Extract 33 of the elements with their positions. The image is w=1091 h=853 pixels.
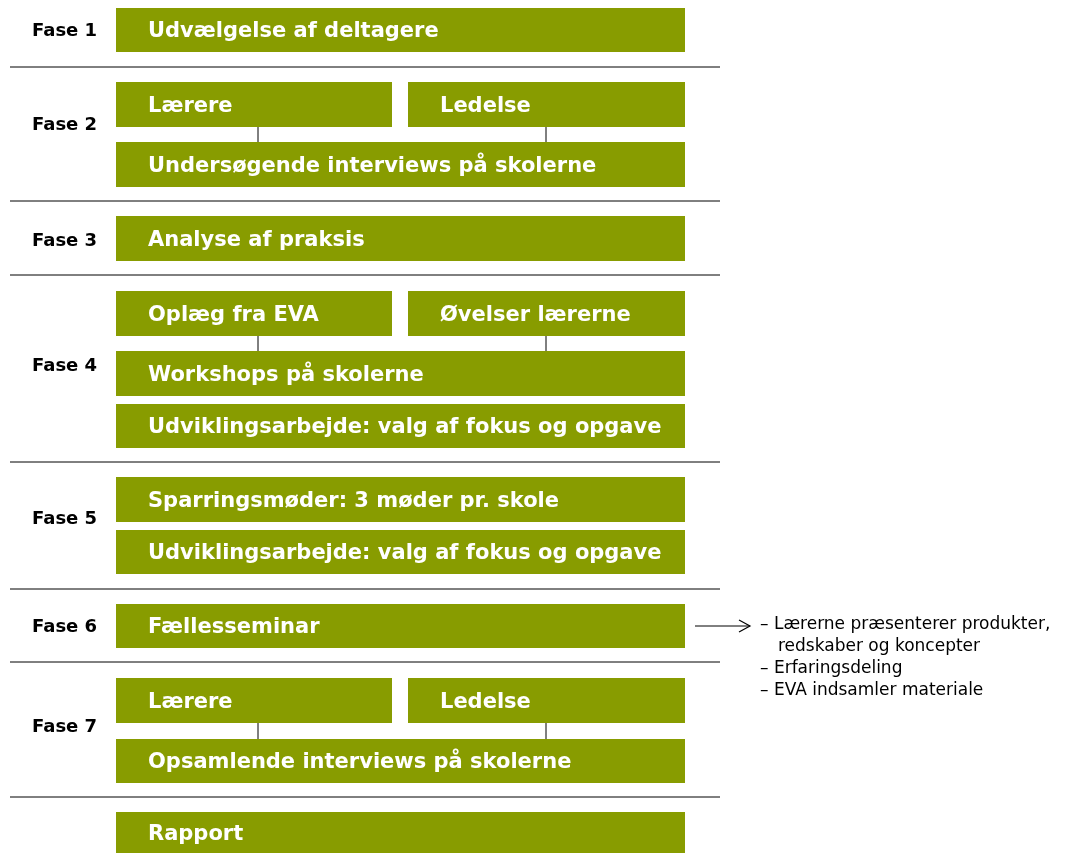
process-box: Oplæg fra EVA — [116, 291, 392, 336]
process-box: Lærere — [116, 678, 392, 723]
process-box: Analyse af praksis — [116, 216, 685, 261]
process-box: Ledelse — [408, 678, 685, 723]
phase-label: Fase 4 — [32, 354, 98, 375]
process-box: Workshops på skolerne — [116, 351, 685, 396]
connector-line — [545, 722, 547, 740]
connector-line — [545, 335, 547, 352]
connector-line — [545, 126, 547, 143]
phase-label: Fase 1 — [32, 19, 98, 40]
process-box: Fællesseminar — [116, 604, 685, 648]
phase-label: Fase 6 — [32, 615, 98, 636]
process-box: Opsamlende interviews på skolerne — [116, 739, 685, 783]
list-item: – EVA indsamler materiale — [760, 678, 985, 700]
process-box: Udvælgelse af deltagere — [116, 8, 685, 52]
process-box: Rapport — [116, 812, 685, 853]
phase-label: Fase 2 — [32, 113, 98, 134]
process-box: Udviklingsarbejde: valg af fokus og opgave — [116, 404, 685, 448]
phase-label: Fase 7 — [32, 715, 98, 736]
connector-line — [257, 335, 259, 352]
list-item: – Lærerne præsenterer produkter, redskaber og koncepter — [760, 612, 1052, 656]
process-box: Lærere — [116, 82, 392, 127]
process-box: Undersøgende interviews på skolerne — [116, 142, 685, 187]
phase-label: Fase 3 — [32, 229, 98, 250]
phase-label: Fase 5 — [32, 507, 98, 528]
connector-line — [257, 722, 259, 740]
connector-line — [257, 126, 259, 143]
process-box: Sparringsmøder: 3 møder pr. skole — [116, 477, 685, 522]
process-box: Udviklingsarbejde: valg af fokus og opgave — [116, 530, 685, 574]
list-item: – Erfaringsdeling — [760, 656, 904, 678]
process-box: Øvelser lærerne — [408, 291, 685, 336]
arrow — [694, 619, 751, 633]
process-box: Ledelse — [408, 82, 685, 127]
